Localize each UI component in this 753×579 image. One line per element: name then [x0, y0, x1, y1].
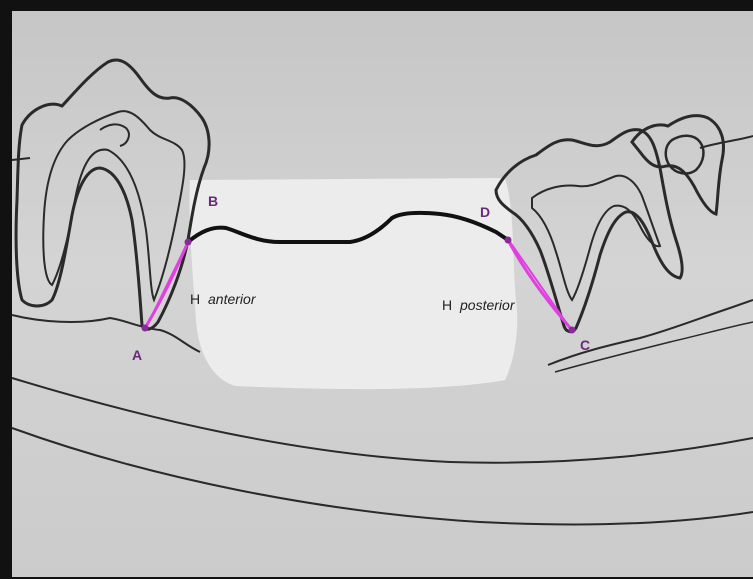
h-anterior-word: anterior — [208, 291, 257, 307]
point-label-c: C — [580, 337, 590, 353]
point-c-marker — [569, 327, 576, 334]
point-d-marker — [505, 237, 512, 244]
h-posterior-label: H posterior — [442, 297, 516, 313]
defect-area — [190, 178, 518, 389]
h-anterior-prefix: H — [190, 291, 200, 307]
h-posterior-prefix: H — [442, 297, 452, 313]
point-label-b: B — [208, 193, 218, 209]
point-b-marker — [185, 239, 192, 246]
point-label-a: A — [132, 347, 142, 363]
point-label-d: D — [480, 204, 490, 220]
h-anterior-label: H anterior — [190, 291, 257, 307]
point-a-marker — [142, 325, 149, 332]
h-posterior-word: posterior — [459, 297, 516, 313]
